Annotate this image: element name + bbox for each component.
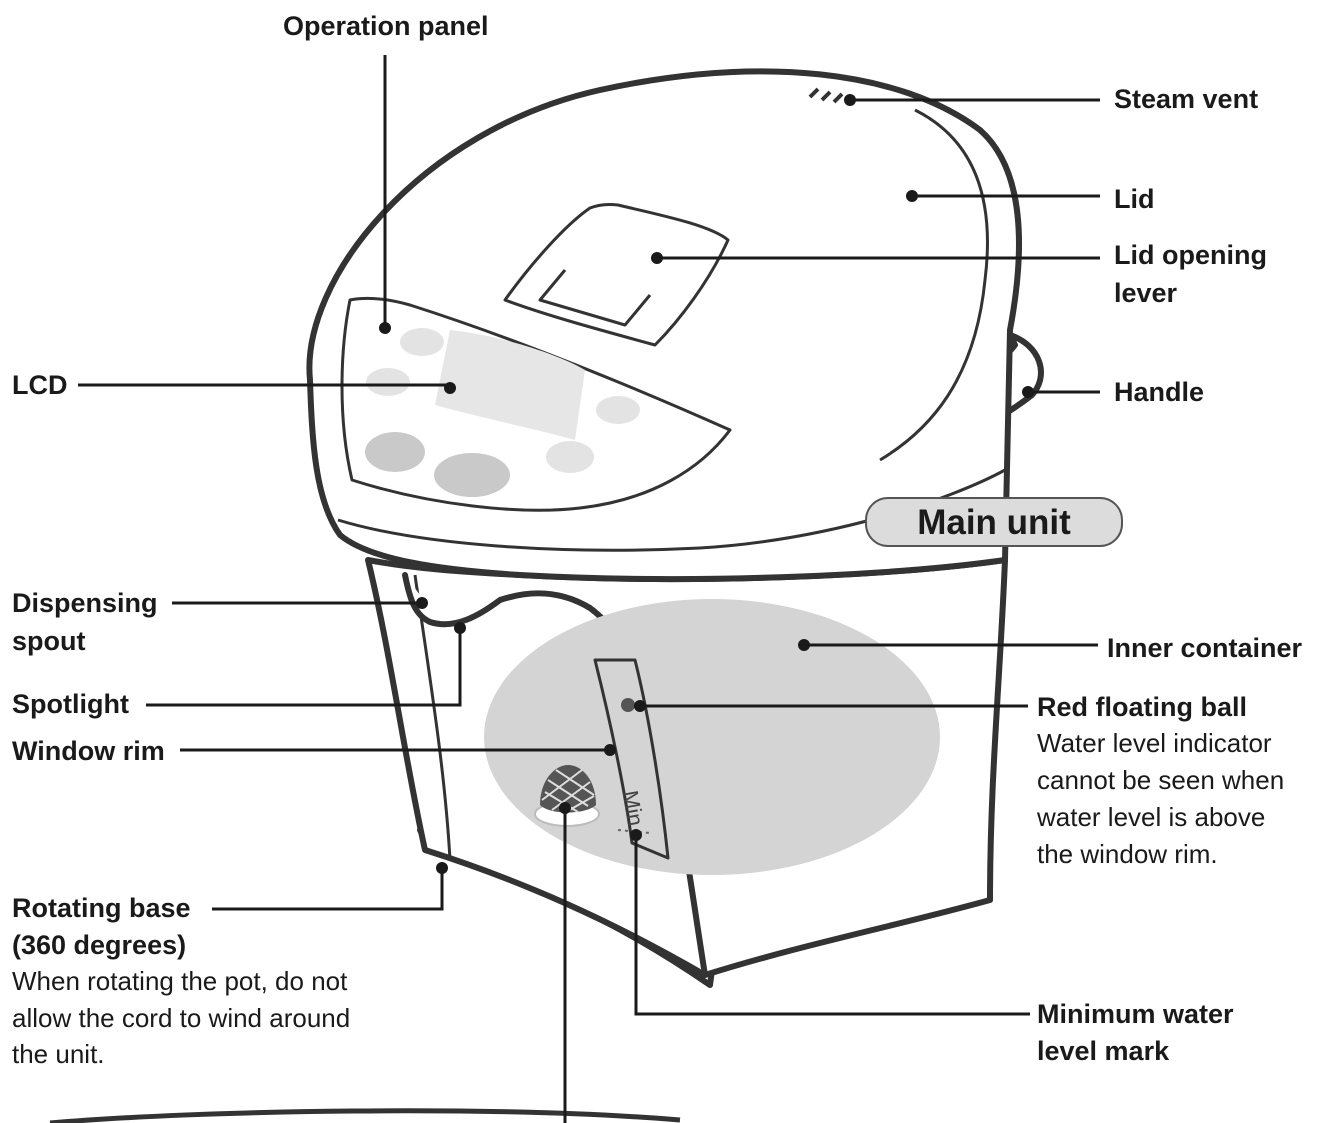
spotlight-mesh-grid [541,769,595,813]
note-rotating-base-3: the unit. [12,1039,105,1069]
lid [306,68,1022,583]
label-lcd: LCD [12,370,68,400]
label-steam-vent: Steam vent [1114,84,1258,114]
label-rotating-base-1: Rotating base [12,893,191,923]
label-lid: Lid [1114,184,1155,214]
leader-lines [78,55,1100,1123]
leader-spotlight [146,628,462,707]
lcd-screen [435,330,585,440]
panel-button [365,432,425,472]
note-rotating-base-1: When rotating the pot, do not [12,966,348,996]
label-dispensing-spout-1: Dispensing [12,588,158,618]
label-lid-opening-lever-1: Lid opening [1114,240,1267,270]
label-inner-container: Inner container [1107,633,1303,663]
steam-vent-slot [832,92,844,104]
inner-container [484,599,940,875]
label-rotating-base-2: (360 degrees) [12,930,186,960]
lid-opening-lever [503,202,730,347]
panel-button [596,396,640,424]
leader-rotating-base [212,868,444,911]
red-floating-ball [621,698,635,712]
label-window-rim: Window rim [12,736,165,766]
label-handle: Handle [1114,377,1204,407]
note-red-floating-ball-3: water level is above [1036,802,1265,832]
lid-inner-rim [879,108,989,462]
note-red-floating-ball-1: Water level indicator [1037,728,1272,758]
panel-button [366,368,410,396]
main-unit-text: Main unit [917,503,1071,542]
note-red-floating-ball-2: cannot be seen when [1037,765,1284,795]
label-red-floating-ball: Red floating ball [1037,692,1247,722]
panel-button [400,328,444,356]
steam-vent-slot [820,90,832,102]
note-red-floating-ball-4: the window rim. [1037,839,1218,869]
spotlight-mesh [540,765,596,813]
label-operation-panel: Operation panel [283,11,489,41]
water-window [593,658,670,860]
label-dispensing-spout-2: spout [12,626,86,656]
leader-minimum-water-level [634,835,1030,1016]
label-minimum-water-level-1: Minimum water [1037,999,1234,1029]
steam-vent-slot [808,87,820,99]
labels: Operation panel Steam vent Lid Lid openi… [12,11,1303,1069]
operation-panel-surface [340,296,732,512]
ground-shadow [49,1108,681,1123]
min-mark-text: Min [618,788,649,827]
panel-button [434,453,510,497]
label-spotlight: Spotlight [12,689,129,719]
pot-illustration: Min [49,68,1044,1123]
main-unit-badge: Main unit [865,497,1123,547]
panel-button [546,441,594,473]
lever-inner-mark [538,269,652,327]
label-lid-opening-lever-2: lever [1114,278,1178,308]
label-minimum-water-level-2: level mark [1037,1036,1170,1066]
note-rotating-base-2: allow the cord to wind around [12,1003,350,1033]
